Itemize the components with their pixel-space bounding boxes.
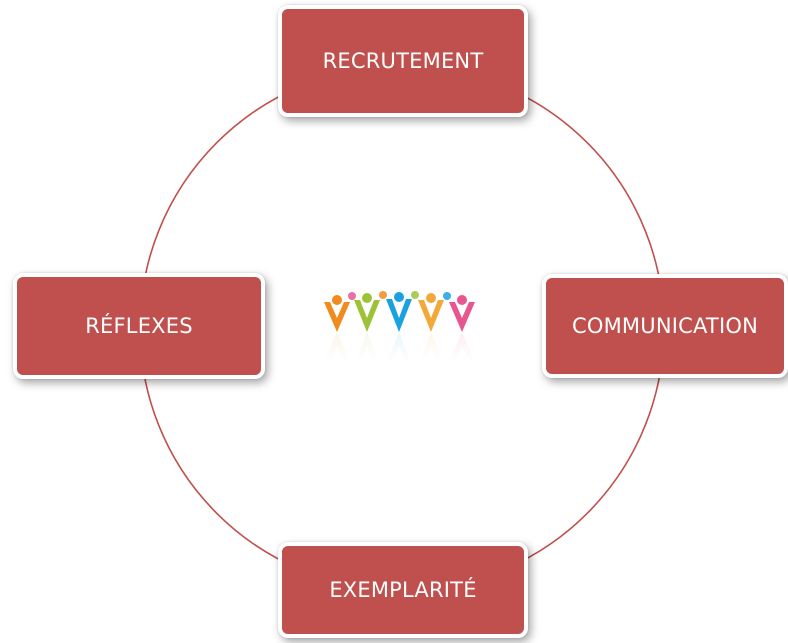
node-reflexes: RÉFLEXES xyxy=(13,273,265,379)
node-communication: COMMUNICATION xyxy=(542,274,788,378)
node-label: COMMUNICATION xyxy=(572,314,758,338)
node-label: EXEMPLARITÉ xyxy=(329,578,477,602)
node-label: RECRUTEMENT xyxy=(322,49,484,73)
node-label: RÉFLEXES xyxy=(85,314,193,338)
people-group-logo-icon xyxy=(320,291,480,362)
node-recrutement: RECRUTEMENT xyxy=(278,5,528,117)
node-exemplarite: EXEMPLARITÉ xyxy=(278,542,528,638)
